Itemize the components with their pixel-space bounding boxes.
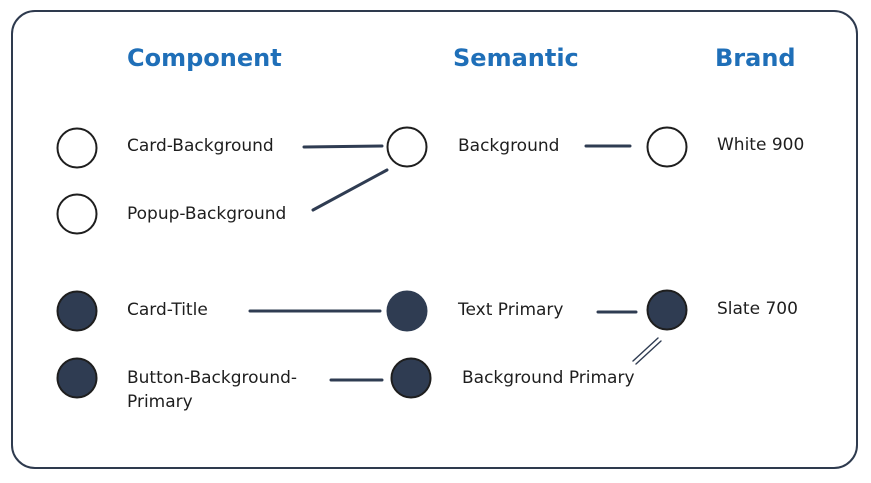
node-white-900 xyxy=(646,126,688,168)
diagram-frame xyxy=(11,10,858,469)
link-popup-background-to-background xyxy=(311,168,389,212)
label-text-primary: Text Primary xyxy=(458,300,564,320)
node-background xyxy=(386,126,428,168)
semantic-column-header: Semantic xyxy=(453,44,579,72)
label-white-900: White 900 xyxy=(717,135,805,155)
component-column-header: Component xyxy=(127,44,282,72)
link-background-primary-to-slate-700 xyxy=(632,337,659,362)
node-slate-700 xyxy=(646,289,688,331)
label-button-background-primary: Button-Background-Primary xyxy=(127,368,298,412)
node-background-primary xyxy=(390,357,432,399)
brand-column-header: Brand xyxy=(715,44,796,72)
label-background: Background xyxy=(458,136,560,156)
label-slate-700: Slate 700 xyxy=(717,299,798,319)
label-popup-background: Popup-Background xyxy=(127,204,287,224)
label-background-primary: Background Primary xyxy=(462,368,635,388)
node-button-background-primary xyxy=(56,357,98,399)
node-popup-background xyxy=(56,193,98,235)
node-text-primary xyxy=(386,290,428,332)
node-card-title xyxy=(56,290,98,332)
label-card-background: Card-Background xyxy=(127,136,274,156)
label-card-title: Card-Title xyxy=(127,300,208,320)
node-card-background xyxy=(56,127,98,169)
link-card-background-to-background xyxy=(302,144,384,149)
